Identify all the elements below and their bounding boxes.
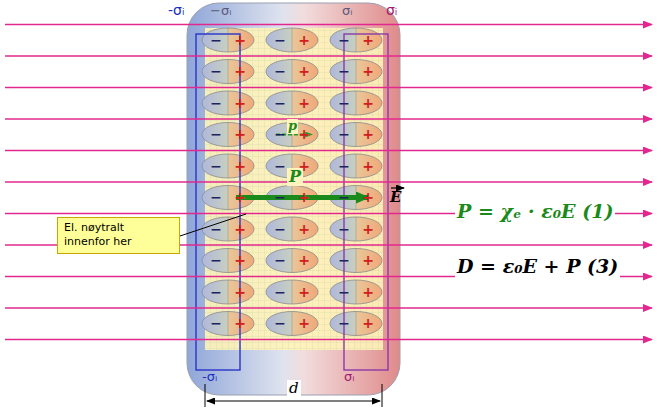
- charge-sign: −: [337, 96, 351, 110]
- dipole-label: p: [287, 119, 298, 134]
- charge-sign: +: [361, 96, 375, 110]
- charge-sign: +: [233, 64, 247, 78]
- charge-sign: −: [209, 33, 223, 47]
- charge-sign: +: [233, 253, 247, 267]
- charge-sign: −: [273, 96, 287, 110]
- charge-sign: +: [233, 33, 247, 47]
- field-label: E: [390, 189, 401, 206]
- charge-sign: +: [361, 316, 375, 330]
- charge-sign: +: [361, 285, 375, 299]
- charge-label: σᵢ: [344, 370, 355, 385]
- charge-label: -σᵢ: [202, 370, 217, 385]
- charge-sign: +: [233, 316, 247, 330]
- charge-sign: −: [209, 127, 223, 141]
- charge-sign: +: [233, 285, 247, 299]
- charge-sign: +: [361, 159, 375, 173]
- charge-sign: +: [361, 127, 375, 141]
- charge-sign: +: [233, 127, 247, 141]
- charge-sign: −: [209, 159, 223, 173]
- charge-sign: +: [297, 222, 311, 236]
- charge-sign: −: [273, 285, 287, 299]
- equation: D = ε₀E + P (3): [455, 256, 620, 278]
- charge-sign: +: [361, 253, 375, 267]
- charge-sign: −: [209, 222, 223, 236]
- charge-sign: +: [297, 96, 311, 110]
- charge-sign: −: [273, 222, 287, 236]
- charge-sign: +: [233, 96, 247, 110]
- charge-sign: +: [297, 253, 311, 267]
- callout-text: El. nøytralt innenfor her: [64, 221, 173, 250]
- charge-sign: +: [297, 316, 311, 330]
- charge-sign: −: [337, 159, 351, 173]
- charge-label: −σᵢ: [210, 4, 231, 19]
- charge-sign: +: [361, 222, 375, 236]
- charge-sign: −: [209, 64, 223, 78]
- charge-sign: −: [273, 159, 287, 173]
- charge-sign: −: [209, 253, 223, 267]
- charge-label: -σᵢ: [168, 2, 184, 18]
- callout-box: El. nøytralt innenfor her: [57, 217, 180, 254]
- charge-sign: +: [297, 127, 311, 141]
- charge-sign: +: [361, 64, 375, 78]
- charge-label: σᵢ: [386, 2, 397, 18]
- dimension-label: d: [287, 380, 301, 397]
- charge-sign: +: [297, 190, 311, 204]
- charge-sign: −: [337, 285, 351, 299]
- charge-sign: +: [361, 33, 375, 47]
- charge-sign: −: [337, 253, 351, 267]
- charge-sign: −: [337, 222, 351, 236]
- charge-sign: −: [273, 127, 287, 141]
- charge-sign: −: [209, 316, 223, 330]
- charge-sign: −: [273, 64, 287, 78]
- charge-sign: −: [273, 33, 287, 47]
- charge-sign: −: [337, 316, 351, 330]
- charge-sign: +: [297, 159, 311, 173]
- charge-sign: −: [337, 64, 351, 78]
- charge-sign: −: [337, 33, 351, 47]
- charge-sign: −: [209, 190, 223, 204]
- charge-sign: −: [273, 253, 287, 267]
- charge-sign: +: [233, 159, 247, 173]
- charge-sign: −: [337, 190, 351, 204]
- charge-sign: −: [209, 96, 223, 110]
- charge-sign: +: [297, 64, 311, 78]
- charge-sign: +: [297, 33, 311, 47]
- equation: P = χₑ · ε₀E (1): [455, 201, 615, 223]
- charge-sign: −: [273, 190, 287, 204]
- charge-sign: +: [233, 190, 247, 204]
- charge-sign: +: [297, 285, 311, 299]
- charge-sign: +: [361, 190, 375, 204]
- charge-sign: −: [209, 285, 223, 299]
- charge-sign: +: [233, 222, 247, 236]
- charge-sign: −: [273, 316, 287, 330]
- charge-sign: −: [337, 127, 351, 141]
- charge-label: σᵢ: [342, 4, 353, 19]
